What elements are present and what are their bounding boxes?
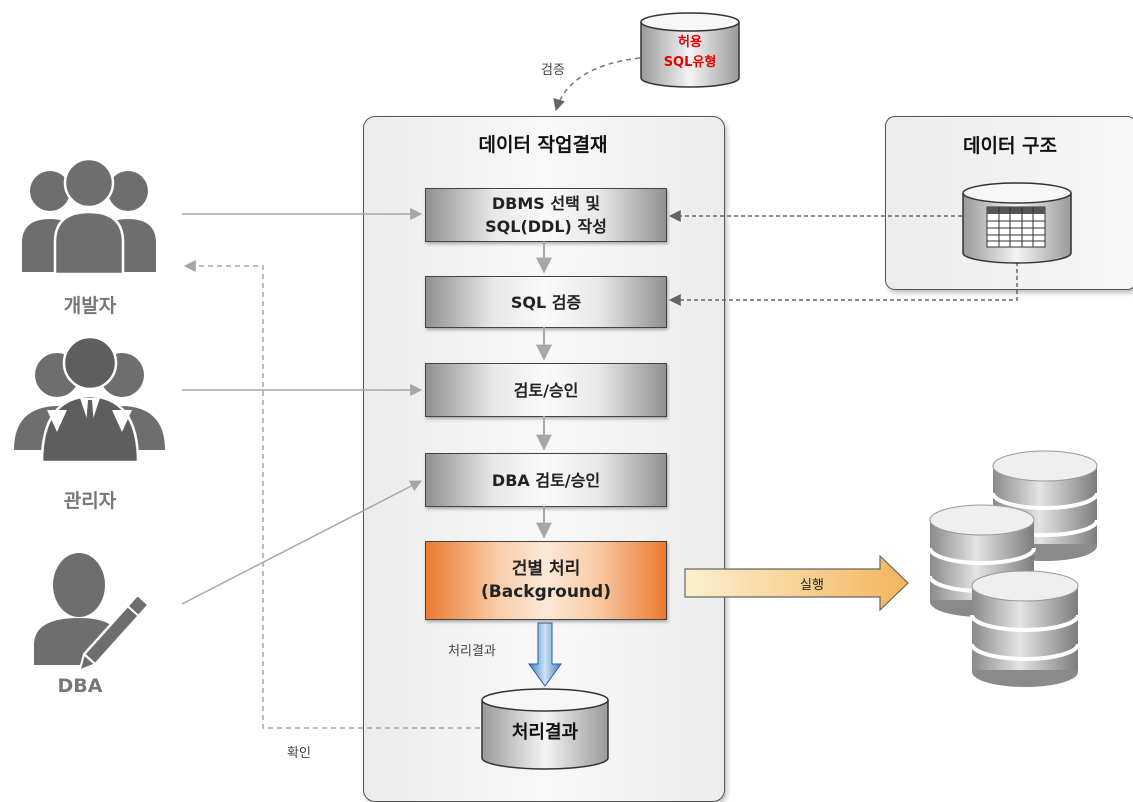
data-structure-title: 데이터 구조 <box>962 135 1057 157</box>
confirm-arrow <box>183 260 480 729</box>
result-db-label: 처리결과 <box>511 722 579 743</box>
process-result-arrow <box>528 622 562 687</box>
execute-arrow <box>684 554 909 612</box>
managers-group-icon <box>14 335 165 464</box>
database-stack-icon <box>928 450 1099 687</box>
allowed-sql-db-icon <box>640 12 740 88</box>
step-sql-verify[interactable]: SQL 검증 <box>425 276 667 328</box>
verify-arrow <box>553 57 641 112</box>
manager-label: 관리자 <box>63 490 117 512</box>
step-dbms-select-sql-write[interactable]: DBMS 선택 및 SQL(DDL) 작성 <box>425 188 667 242</box>
step-batch-process[interactable]: 건별 처리 (Background) <box>425 541 667 620</box>
developers-group-icon <box>22 157 156 276</box>
approval-panel-title: 데이터 작업결재 <box>478 134 608 156</box>
allowed-sql-label: 허용 SQL유형 <box>663 35 717 70</box>
developer-label: 개발자 <box>63 295 117 317</box>
structure-arrows <box>668 210 1018 306</box>
step-review-approve[interactable]: 검토/승인 <box>425 363 667 417</box>
execute-label: 실행 <box>800 578 824 593</box>
process-result-label: 처리결과 <box>448 644 496 659</box>
step-dba-review-approve[interactable]: DBA 검토/승인 <box>425 453 667 507</box>
confirm-label: 확인 <box>287 746 311 761</box>
dba-label: DBA <box>57 675 103 697</box>
actor-arrows <box>181 208 423 605</box>
result-db-icon <box>481 688 609 770</box>
dba-person-pencil-icon <box>34 553 150 673</box>
verify-label: 검증 <box>541 63 565 78</box>
table-db-icon <box>962 182 1072 264</box>
